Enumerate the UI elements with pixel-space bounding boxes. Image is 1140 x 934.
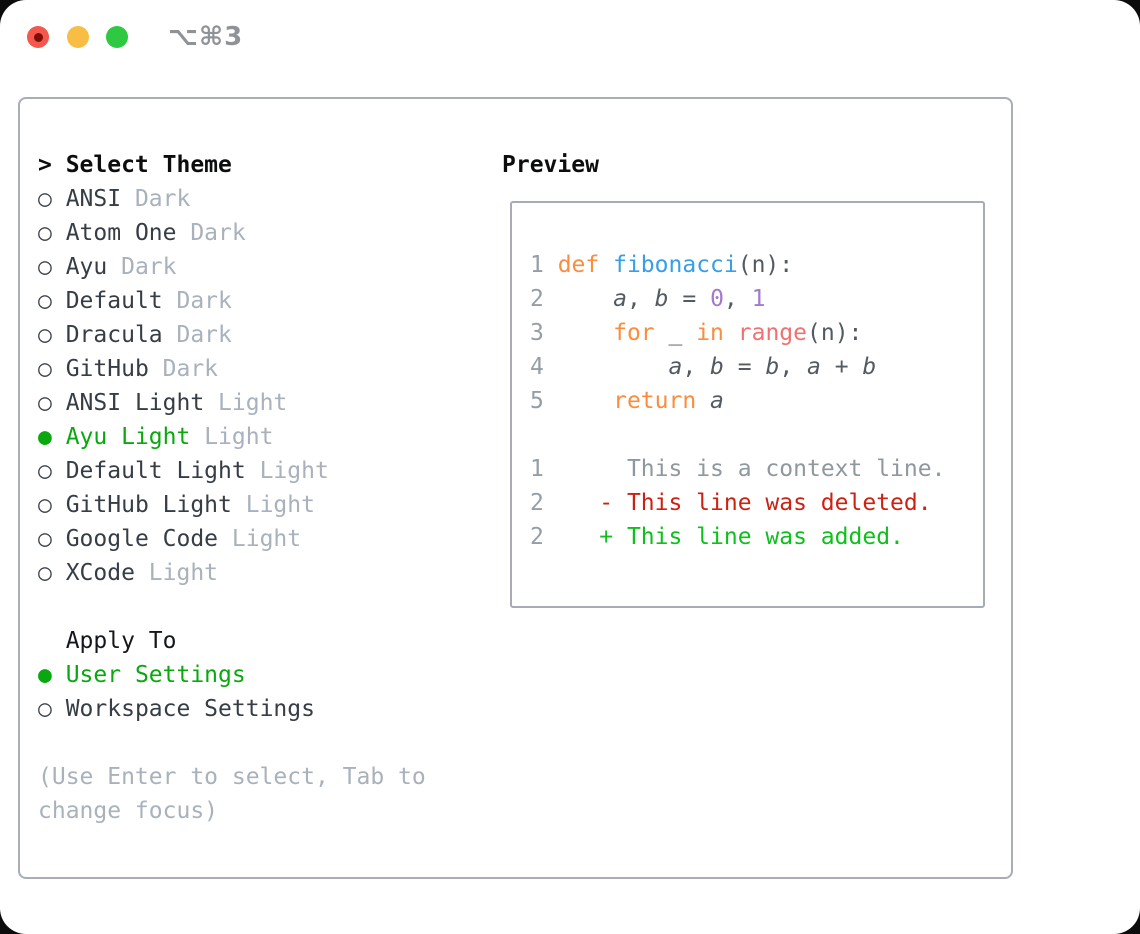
unsaved-dot-icon bbox=[33, 32, 43, 42]
hint-line-1: (Use Enter to select, Tab to bbox=[38, 764, 426, 790]
theme-picker-panel: > Select Theme ○ ANSI Dark ○ Atom One Da… bbox=[18, 97, 1013, 879]
spacer bbox=[38, 590, 426, 624]
select-theme-header: > Select Theme bbox=[38, 152, 232, 178]
hint-line-2: change focus) bbox=[38, 798, 219, 824]
preview-header: Preview bbox=[502, 152, 599, 178]
diff-added-line: 2 + This line was added. bbox=[530, 524, 904, 550]
spacer bbox=[38, 726, 426, 760]
window-title: ⌥⌘3 bbox=[168, 22, 244, 52]
theme-list: > Select Theme ○ ANSI Dark ○ Atom One Da… bbox=[38, 148, 426, 828]
theme-option-default-light[interactable]: ○ Default Light Light bbox=[38, 458, 329, 484]
theme-option-ayu-dark[interactable]: ○ Ayu Dark bbox=[38, 254, 177, 280]
theme-option-github-light[interactable]: ○ GitHub Light Light bbox=[38, 492, 315, 518]
code-preview: 1 def fibonacci(n): 2 a, b = 0, 1 3 for … bbox=[530, 248, 945, 554]
blank-line bbox=[530, 418, 945, 452]
theme-option-google-code[interactable]: ○ Google Code Light bbox=[38, 526, 302, 552]
apply-option-workspace-settings[interactable]: ○ Workspace Settings bbox=[38, 696, 315, 722]
apply-option-user-settings[interactable]: ● User Settings bbox=[38, 662, 246, 688]
theme-option-default-dark[interactable]: ○ Default Dark bbox=[38, 288, 232, 314]
theme-option-xcode[interactable]: ○ XCode Light bbox=[38, 560, 219, 586]
code-line-5: 5 return a bbox=[530, 388, 724, 414]
code-line-2: 2 a, b = 0, 1 bbox=[530, 286, 766, 312]
minimize-button[interactable] bbox=[67, 26, 89, 48]
preview-box: 1 def fibonacci(n): 2 a, b = 0, 1 3 for … bbox=[510, 201, 985, 608]
code-line-3: 3 for _ in range(n): bbox=[530, 320, 863, 346]
theme-option-dracula-dark[interactable]: ○ Dracula Dark bbox=[38, 322, 232, 348]
code-line-1: 1 def fibonacci(n): bbox=[530, 252, 794, 278]
theme-option-github-dark[interactable]: ○ GitHub Dark bbox=[38, 356, 219, 382]
titlebar: ⌥⌘3 bbox=[0, 0, 1140, 72]
code-line-4: 4 a, b = b, a + b bbox=[530, 354, 877, 380]
theme-option-ayu-light[interactable]: ● Ayu Light Light bbox=[38, 424, 274, 450]
theme-option-atom-one-dark[interactable]: ○ Atom One Dark bbox=[38, 220, 246, 246]
theme-option-ansi-dark[interactable]: ○ ANSI Dark bbox=[38, 186, 191, 212]
diff-context-line: 1 This is a context line. bbox=[530, 456, 946, 482]
close-button[interactable] bbox=[27, 26, 49, 48]
zoom-button[interactable] bbox=[106, 26, 128, 48]
theme-option-ansi-light[interactable]: ○ ANSI Light Light bbox=[38, 390, 288, 416]
diff-deleted-line: 2 - This line was deleted. bbox=[530, 490, 932, 516]
apply-to-header: Apply To bbox=[38, 628, 177, 654]
